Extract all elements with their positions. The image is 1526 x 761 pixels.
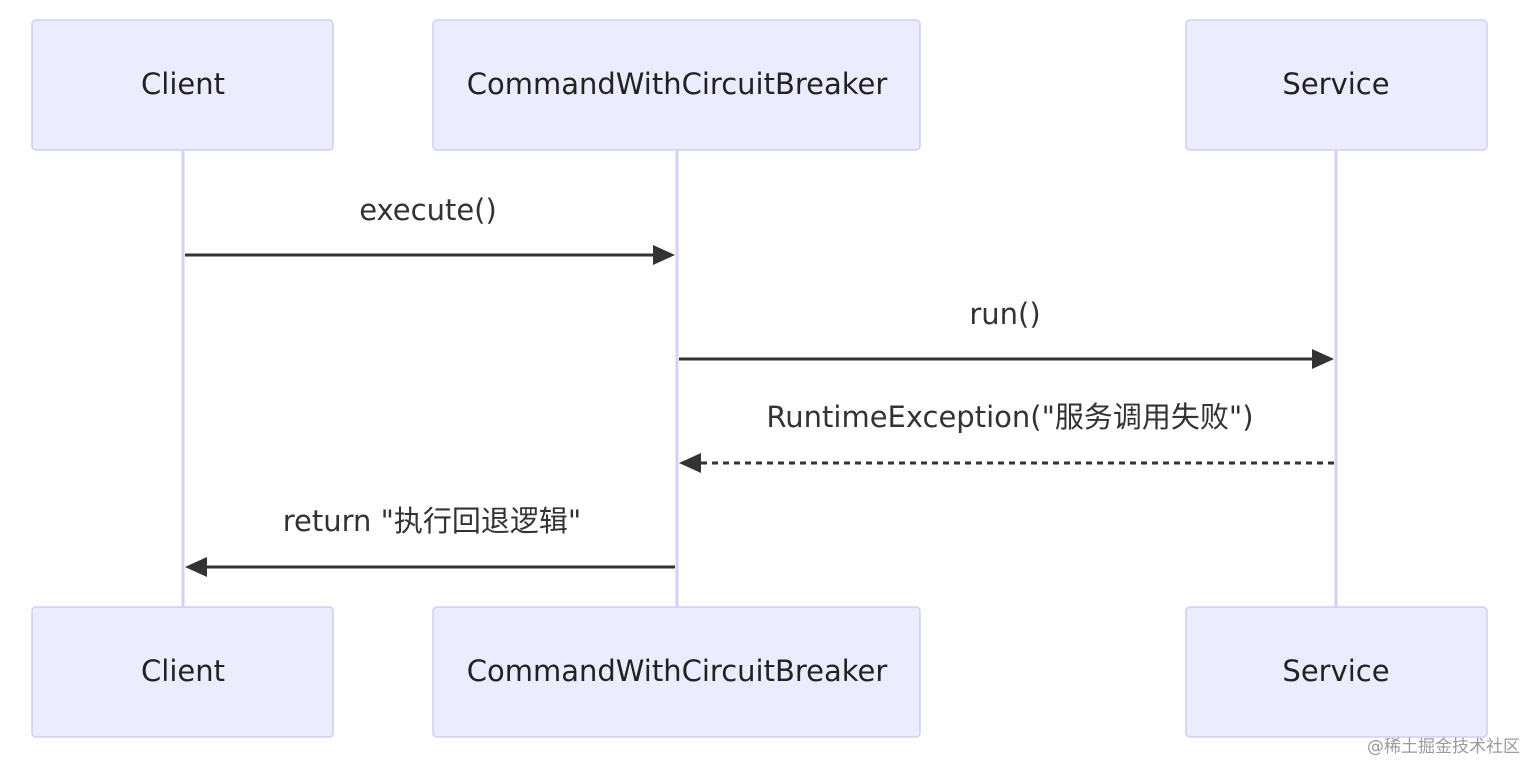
message-execute: execute()	[185, 193, 675, 265]
actor-client-top-label: Client	[141, 67, 225, 101]
message-run-arrowhead	[1312, 349, 1334, 369]
message-return-arrowhead	[185, 557, 207, 577]
actor-service-bottom: Service	[1185, 606, 1488, 738]
message-exception: RuntimeException("服务调用失败")	[679, 400, 1334, 473]
actor-client-top: Client	[31, 19, 334, 151]
actor-command-bottom: CommandWithCircuitBreaker	[432, 606, 921, 738]
actor-service-top: Service	[1185, 19, 1488, 151]
watermark: @稀土掘金技术社区	[1367, 737, 1520, 757]
message-run: run()	[679, 297, 1334, 369]
message-exception-arrowhead	[679, 453, 701, 473]
message-exception-label: RuntimeException("服务调用失败")	[766, 400, 1253, 434]
actor-client-bottom: Client	[31, 606, 334, 738]
message-return-label: return "执行回退逻辑"	[283, 504, 582, 538]
message-execute-label: execute()	[359, 193, 497, 227]
message-return: return "执行回退逻辑"	[185, 504, 675, 577]
actor-command-top: CommandWithCircuitBreaker	[432, 19, 921, 151]
actor-service-top-label: Service	[1282, 67, 1389, 101]
message-run-label: run()	[969, 297, 1040, 331]
actor-service-bottom-label: Service	[1282, 654, 1389, 688]
message-execute-arrowhead	[653, 245, 675, 265]
actor-command-bottom-label: CommandWithCircuitBreaker	[467, 654, 888, 688]
actor-client-bottom-label: Client	[141, 654, 225, 688]
actor-command-top-label: CommandWithCircuitBreaker	[467, 67, 888, 101]
